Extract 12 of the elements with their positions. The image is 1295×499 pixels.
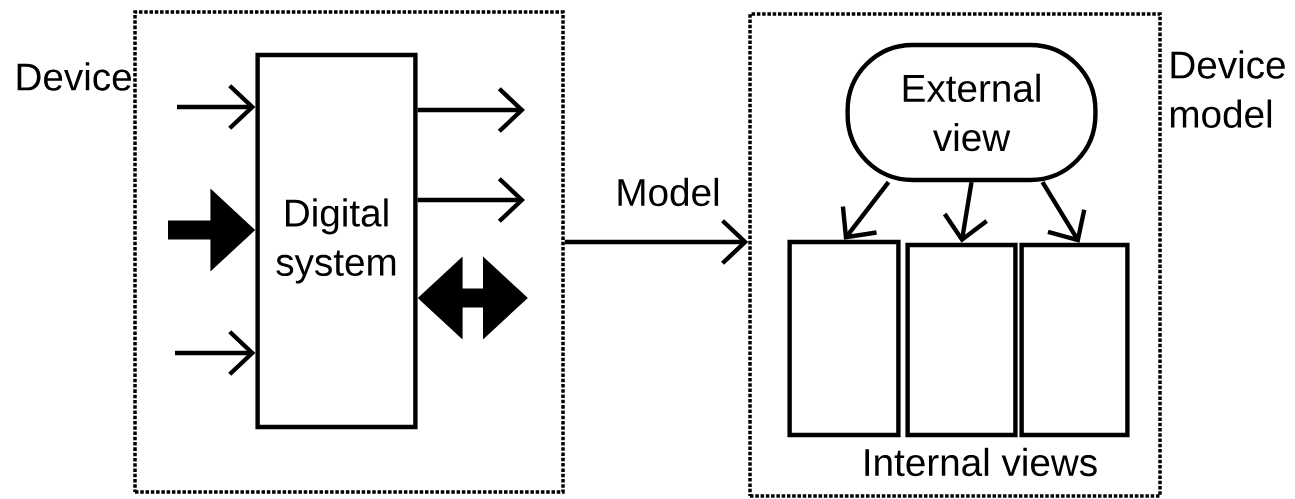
empty-box: [787, 239, 901, 438]
group-caption: Internal views: [865, 447, 1097, 477]
arrow: [417, 177, 525, 223]
rounded-box: External view: [845, 42, 1098, 183]
frame-heading: Device model: [1170, 50, 1285, 128]
edge-label: Model: [613, 176, 723, 208]
empty-box: [1019, 242, 1130, 438]
frame-heading: Device: [17, 62, 131, 91]
empty-box: [905, 242, 1018, 438]
process-box: Digital system: [255, 52, 418, 430]
arrow: [417, 87, 525, 133]
arrow: [564, 219, 749, 265]
